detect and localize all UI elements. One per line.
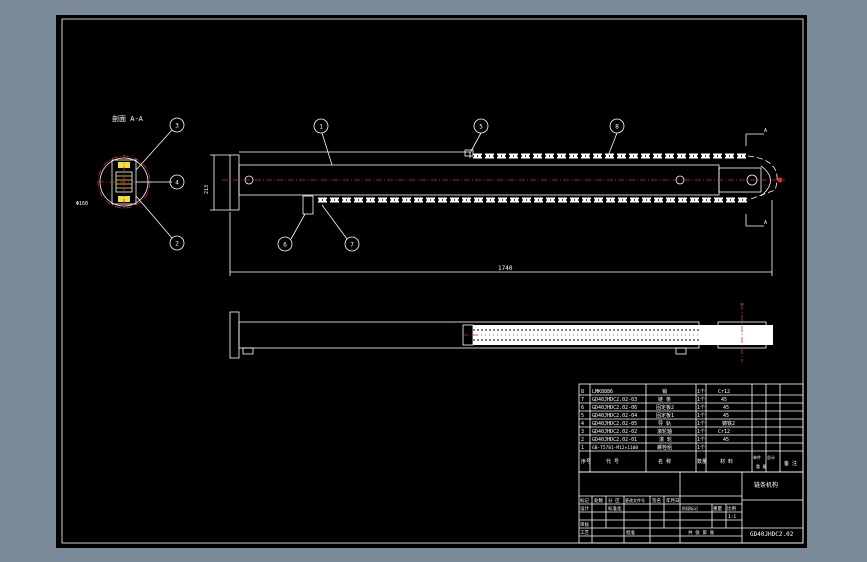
- svg-text:45: 45: [723, 413, 729, 419]
- bom-row: 5: [581, 413, 584, 419]
- svg-text:固定板1: 固定板1: [656, 412, 674, 419]
- svg-text:重 量: 重 量: [756, 463, 766, 469]
- svg-text:标准化: 标准化: [608, 505, 622, 512]
- svg-text:1: 1: [319, 124, 323, 131]
- svg-text:7: 7: [350, 242, 354, 249]
- balloon-3: 3: [169, 117, 185, 133]
- svg-text:重量: 重量: [713, 505, 722, 512]
- svg-text:销: 销: [662, 388, 667, 395]
- front-view: A A 213 1740: [204, 128, 785, 276]
- svg-text:1个: 1个: [697, 437, 705, 443]
- svg-text:GD40JHDC2.02-05: GD40JHDC2.02-05: [592, 421, 637, 427]
- svg-text:代 号: 代 号: [606, 458, 619, 465]
- bom-row: 8: [581, 389, 584, 395]
- svg-text:GD40JHDC2.02-04: GD40JHDC2.02-04: [592, 413, 637, 419]
- svg-text:8: 8: [615, 124, 619, 131]
- svg-text:总计: 总计: [767, 454, 775, 460]
- svg-text:1个: 1个: [697, 445, 705, 451]
- svg-text:单件: 单件: [753, 454, 761, 460]
- svg-text:工艺: 工艺: [580, 530, 589, 536]
- bom-row: 4: [581, 421, 584, 427]
- svg-text:1个: 1个: [697, 389, 705, 395]
- section-label: 剖面 A-A: [112, 114, 144, 123]
- svg-text:处数: 处数: [594, 497, 603, 504]
- bom-row: 7: [581, 397, 584, 403]
- svg-text:6: 6: [283, 242, 287, 249]
- svg-text:A: A: [764, 128, 767, 134]
- svg-text:1个: 1个: [697, 405, 705, 411]
- balloon-1: 1: [313, 118, 329, 134]
- title-block: 标记 处数 分 区 更改文件号 签名 年月日 设计 标准化 阶段标记 重量 比例…: [578, 471, 804, 544]
- svg-text:Cr12: Cr12: [718, 389, 730, 395]
- svg-text:年月日: 年月日: [666, 497, 680, 504]
- bom-row: 3: [581, 429, 584, 435]
- balloon-4: 4: [169, 174, 185, 190]
- svg-text:GD40JHDC2.02-06: GD40JHDC2.02-06: [592, 405, 637, 411]
- svg-text:更改文件号: 更改文件号: [625, 497, 645, 503]
- svg-text:滚 轮: 滚 轮: [659, 436, 672, 443]
- svg-text:GD40JHDC2.02-01: GD40JHDC2.02-01: [592, 437, 637, 443]
- svg-text:审核: 审核: [580, 521, 589, 528]
- scale-value: 1:1: [728, 514, 736, 520]
- svg-text:1个: 1个: [697, 429, 705, 435]
- diameter-dim: Φ160: [76, 201, 88, 207]
- bom-table: 8 LMK8886 销 1个 Cr12 7 GD40JHDC2.02-03 链 …: [578, 383, 804, 473]
- svg-text:固定板2: 固定板2: [656, 404, 674, 411]
- svg-text:GB-T5781-M12×1100: GB-T5781-M12×1100: [592, 445, 638, 451]
- svg-text:45: 45: [723, 437, 729, 443]
- svg-text:批准: 批准: [626, 529, 635, 536]
- section-view: 剖面 A-A Φ160: [76, 114, 173, 239]
- svg-text:GD40JHDC2.02-02: GD40JHDC2.02-02: [592, 429, 637, 435]
- svg-text:45: 45: [721, 397, 727, 403]
- length-dim: 1740: [498, 265, 513, 272]
- svg-text:GD40JHDC2.02-03: GD40JHDC2.02-03: [592, 397, 637, 403]
- svg-text:分 区: 分 区: [608, 497, 620, 504]
- svg-text:签名: 签名: [652, 497, 661, 504]
- svg-text:1个: 1个: [697, 397, 705, 403]
- svg-text:链 条: 链 条: [658, 396, 671, 403]
- drawing-sheet: [56, 15, 807, 548]
- svg-text:4: 4: [175, 180, 179, 187]
- bom-row: 2: [581, 437, 584, 443]
- svg-text:LMK8886: LMK8886: [592, 389, 613, 395]
- svg-text:阶段标记: 阶段标记: [682, 505, 698, 511]
- svg-text:设计: 设计: [580, 505, 589, 512]
- svg-text:名 称: 名 称: [658, 458, 671, 465]
- bom-header: 序号: [581, 458, 591, 465]
- svg-text:5: 5: [479, 124, 483, 131]
- svg-text:铸铁2: 铸铁2: [722, 420, 735, 427]
- balloon-7: 7: [344, 236, 360, 252]
- balloon-2: 2: [169, 235, 185, 251]
- top-view: [229, 303, 773, 362]
- balloon-6: 6: [277, 236, 293, 252]
- svg-text:备 注: 备 注: [784, 460, 797, 467]
- svg-text:材 料: 材 料: [720, 458, 733, 465]
- svg-text:比例: 比例: [727, 505, 736, 512]
- drawing-number: GD40JHDC2.02: [750, 531, 794, 538]
- svg-text:滚轮轴: 滚轮轴: [657, 428, 672, 435]
- sheet-count: 共 张 第 张: [688, 529, 715, 536]
- svg-text:数量: 数量: [697, 458, 707, 465]
- svg-text:45: 45: [723, 405, 729, 411]
- svg-text:螺栓组: 螺栓组: [657, 444, 672, 451]
- part-name: 链条机构: [754, 481, 778, 489]
- bom-row: 6: [581, 405, 584, 411]
- height-dim: 213: [204, 185, 210, 194]
- svg-text:导 轨: 导 轨: [658, 420, 671, 427]
- svg-text:标记: 标记: [580, 497, 589, 504]
- svg-text:2: 2: [175, 241, 179, 248]
- svg-text:1个: 1个: [697, 421, 705, 427]
- svg-text:1个: 1个: [697, 413, 705, 419]
- sheet-border: [61, 18, 804, 544]
- svg-text:Cr12: Cr12: [718, 429, 730, 435]
- svg-text:A: A: [764, 220, 767, 226]
- svg-text:3: 3: [175, 123, 179, 130]
- bom-row: 1: [581, 445, 584, 451]
